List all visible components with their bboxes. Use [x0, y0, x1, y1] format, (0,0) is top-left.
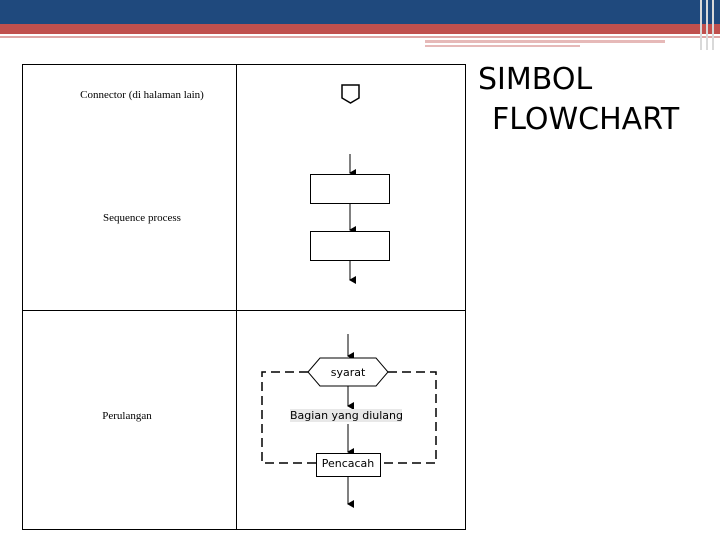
header-rule — [0, 36, 720, 38]
header-divider — [706, 0, 708, 50]
sequence-process-label: Sequence process — [103, 212, 181, 224]
loop-return-path-left — [261, 371, 316, 464]
loop-counter-box — [316, 453, 381, 477]
loop-condition-label: syarat — [330, 366, 366, 379]
process-box-1 — [310, 174, 390, 204]
header-accent-stripe — [0, 24, 720, 34]
slide-title-line-1: SIMBOL — [478, 62, 593, 97]
loop-body-label: Bagian yang diulang — [290, 409, 403, 422]
header-divider — [700, 0, 702, 50]
loop-counter-label: Pencacah — [321, 457, 375, 470]
header-rule-short — [425, 40, 665, 43]
perulangan-label: Perulangan — [102, 410, 152, 422]
table-border — [22, 64, 466, 530]
connector-label: Connector (di halaman lain) — [80, 89, 204, 101]
header-divider — [712, 0, 714, 50]
process-box-2 — [310, 231, 390, 261]
header-bar — [0, 0, 720, 24]
symbol-diagram — [22, 64, 466, 530]
slide-title-line-2: FLOWCHART — [492, 102, 680, 137]
slide-title: SIMBOL FLOWCHART — [478, 60, 713, 140]
off-page-connector-icon — [341, 84, 360, 104]
header-rule-shorter — [425, 45, 580, 47]
